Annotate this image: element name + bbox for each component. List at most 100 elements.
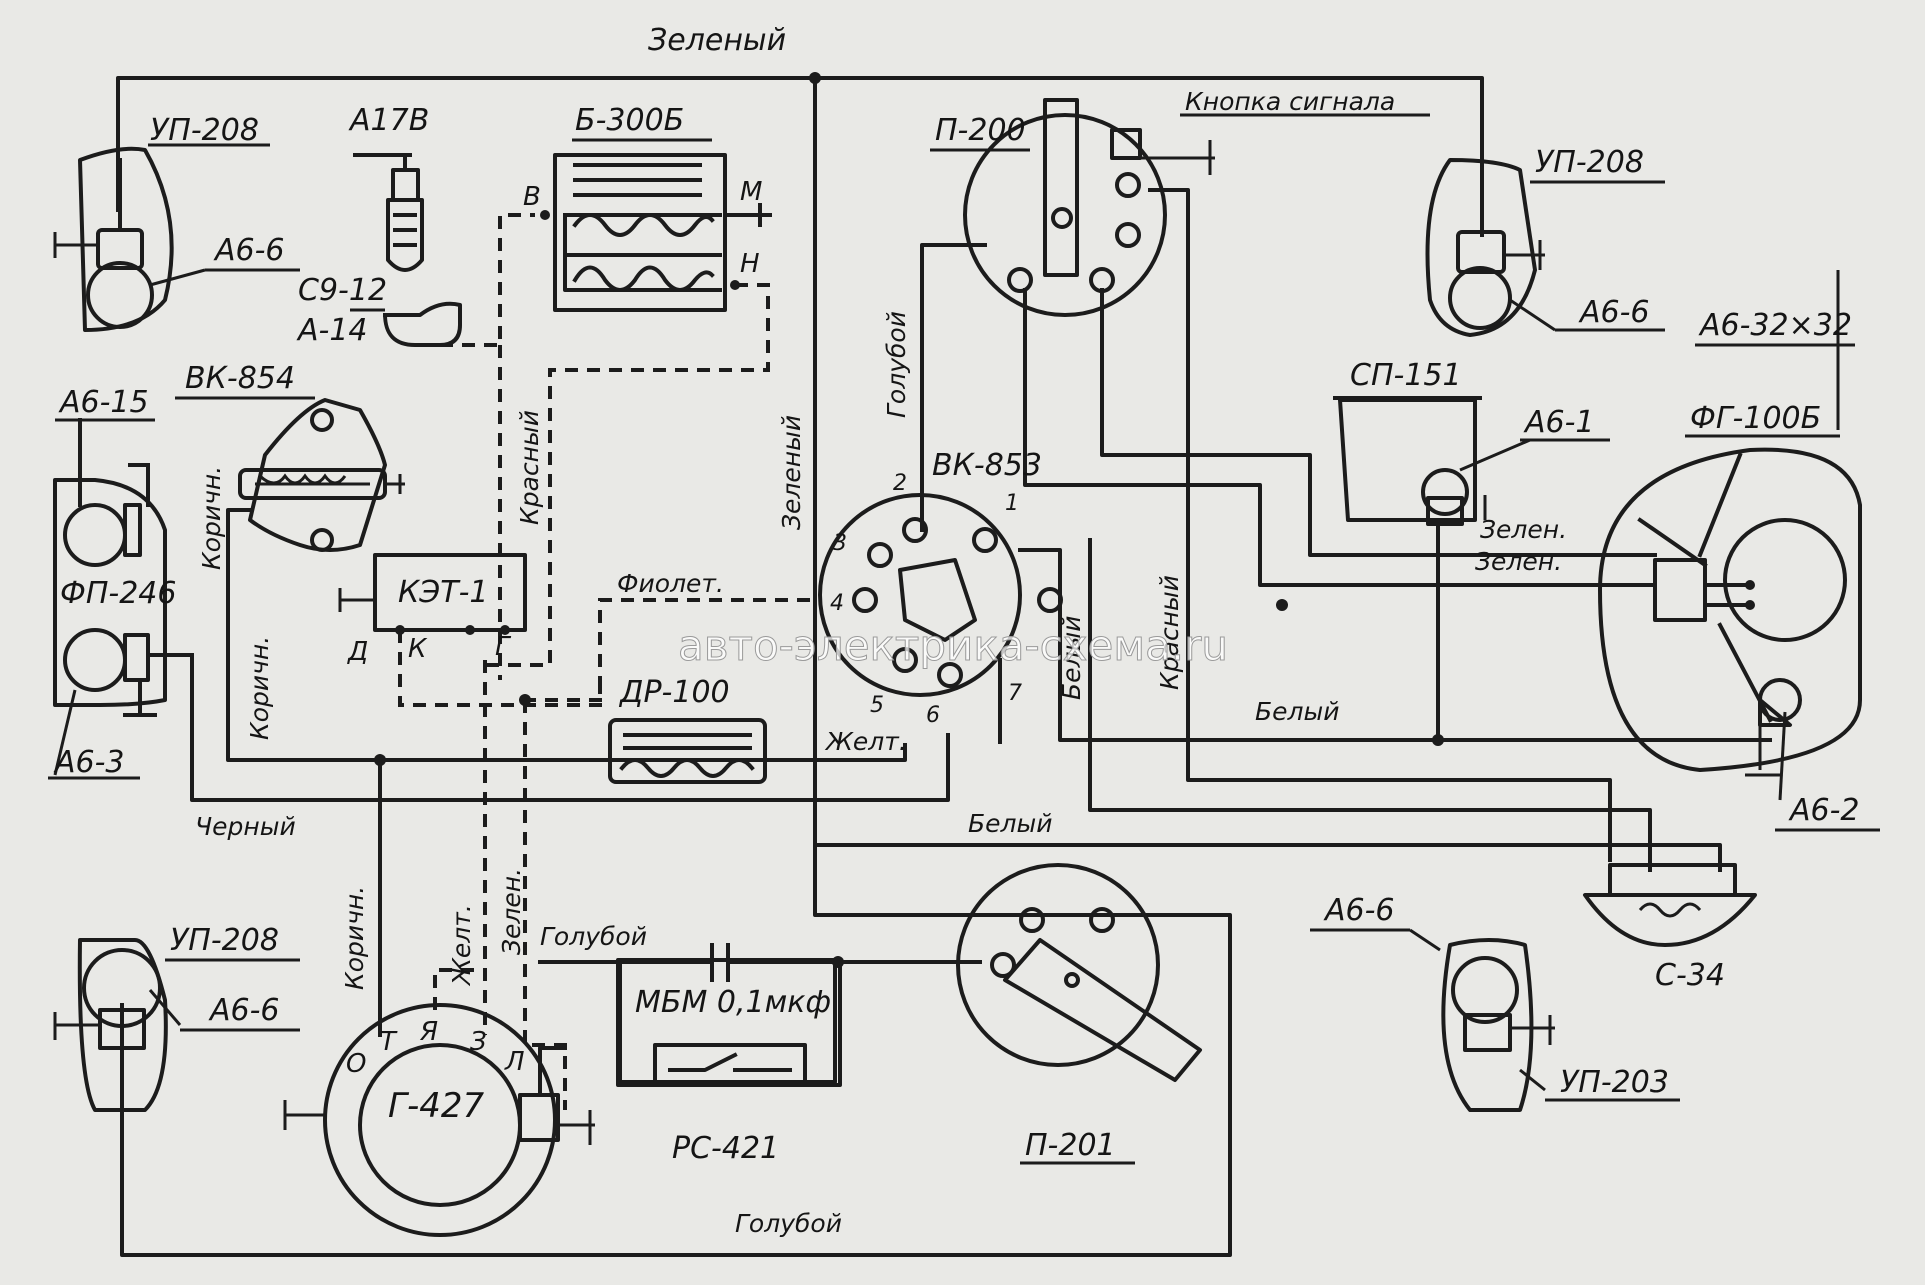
label-wire-red-left: Красный (515, 410, 544, 525)
label-vk853: ВК-853 (932, 448, 1042, 483)
label-wire-blue-vertical: Голубой (882, 311, 911, 418)
wire-p200-fg-2 (1100, 288, 1657, 557)
label-wire-white-vertical: Белый (1057, 616, 1086, 701)
label-rs421: РС-421 (672, 1131, 779, 1166)
wire-button (1148, 188, 1612, 862)
label-g427-o: О (346, 1049, 366, 1079)
watermark: авто-электрика-схема.ru (678, 621, 1228, 670)
fg100b (1598, 270, 1862, 801)
label-ab6-tl: А6-6 (213, 233, 285, 268)
label-wire-white-right: Белый (1255, 697, 1340, 726)
label-wire-green-lower: Зелен. (497, 868, 526, 955)
headlight-top-right (1425, 158, 1556, 337)
label-vk853-pin5: 5 (870, 693, 884, 718)
label-ab2: А6-2 (1788, 793, 1860, 828)
label-wire-yellow-1: Желт. (824, 727, 907, 756)
label-vk854: ВК-854 (185, 361, 295, 396)
label-wire-white-mid: Белый (968, 809, 1053, 838)
label-ab6-br: А6-6 (1323, 893, 1395, 928)
junction-dot (374, 754, 386, 766)
vk853 (818, 493, 1063, 697)
wire-red-dashed (440, 213, 535, 347)
wire-b300-n (487, 283, 770, 667)
headlight-bottom-left (53, 938, 182, 1112)
junction-dot (519, 694, 531, 706)
ket1 (338, 553, 527, 635)
label-g427-ya: Я (419, 1017, 438, 1047)
label-up208-tl: УП-208 (150, 113, 259, 148)
label-ket1-d: Д (347, 637, 368, 667)
junction-dot (1432, 734, 1444, 746)
label-vk853-pin7: 7 (1008, 681, 1022, 706)
label-wire-brown-3: Коричн. (340, 886, 369, 990)
label-g427-l: Л (504, 1047, 525, 1077)
label-signal-button: Кнопка сигнала (1185, 87, 1395, 116)
label-b300b-m: М (740, 177, 762, 207)
wire-yellow-green-2 (523, 700, 567, 1110)
label-p200: П-200 (935, 113, 1026, 148)
capacitor-rs421 (616, 943, 842, 1087)
label-vk853-pin1: 1 (1005, 491, 1019, 516)
wire-white-lower (1088, 538, 1652, 872)
label-mbm: МБМ 0,1мкф (635, 985, 831, 1020)
label-wire-black: Черный (195, 812, 296, 841)
label-wire-blue-mid: Голубой (540, 922, 647, 951)
label-g427-z: З (470, 1027, 487, 1057)
label-b300b: Б-300Б (575, 103, 684, 138)
label-wire-violet: Фиолет. (617, 569, 724, 598)
wire-green-top (116, 76, 1484, 237)
label-vk853-pin4: 4 (830, 591, 844, 616)
label-b300b-n: Н (740, 249, 760, 279)
label-ab6-tr: А6-6 (1578, 295, 1650, 330)
label-dr100: ДР-100 (618, 675, 730, 710)
wire-yellow-g (433, 968, 485, 1010)
label-a17v: А17В (348, 103, 429, 138)
wire-black-long (813, 843, 1722, 872)
headlight-top-left (53, 146, 206, 332)
label-ket1: КЭТ-1 (398, 575, 488, 610)
label-sp151: СП-151 (1350, 358, 1462, 393)
label-wire-green-r1: Зелен. (1480, 515, 1567, 544)
headlight-bottom-right (1409, 928, 1555, 1112)
label-wire-red-right: Красный (1155, 575, 1184, 690)
wires (116, 76, 1772, 1257)
label-p201: П-201 (1025, 1128, 1116, 1163)
label-up208-bl: УП-208 (170, 923, 279, 958)
label-s9-12: С9-12 (298, 273, 387, 308)
junction-dot (809, 72, 821, 84)
junction-dot (1276, 599, 1288, 611)
label-wire-brown-1: Коричн. (197, 466, 226, 570)
label-ab3: А6-3 (53, 745, 125, 780)
spark-plug (350, 153, 462, 347)
label-s34: С-34 (1655, 958, 1725, 993)
wire-p200-fg-1 (1023, 288, 1657, 587)
p201 (956, 863, 1202, 1082)
wire-ket-bottom (398, 630, 602, 707)
label-ab32x32: А6-32×32 (1698, 308, 1852, 343)
s34 (1583, 863, 1757, 947)
wire-dr100-right (763, 743, 907, 762)
p200 (963, 98, 1215, 317)
label-ab1: А6-1 (1523, 405, 1595, 440)
label-green-top: Зеленый (648, 23, 786, 58)
g427 (283, 1003, 595, 1237)
labels: Зеленый УП-208 А6-6 А17В С9-12 А-14 Б-30… (48, 23, 1880, 1238)
label-up203-br: УП-203 (1560, 1065, 1669, 1100)
dr100 (608, 718, 767, 784)
sp151 (1333, 396, 1531, 526)
label-a14: А-14 (296, 313, 368, 348)
dashed-wires (398, 213, 810, 1110)
label-ab15: А6-15 (58, 385, 149, 420)
label-ket1-k: К (408, 634, 428, 664)
label-wire-brown-2: Коричн. (245, 636, 274, 740)
label-ab6-bl: А6-6 (208, 993, 280, 1028)
label-g427: Г-427 (388, 1086, 484, 1126)
label-b300b-v: В (523, 182, 541, 212)
label-ket1-g: Г (495, 632, 512, 662)
label-vk853-pin2: 2 (893, 471, 907, 496)
wire-brown-1 (226, 508, 822, 762)
label-wire-green-r2: Зелен. (1475, 547, 1562, 576)
label-up208-tr: УП-208 (1535, 145, 1644, 180)
